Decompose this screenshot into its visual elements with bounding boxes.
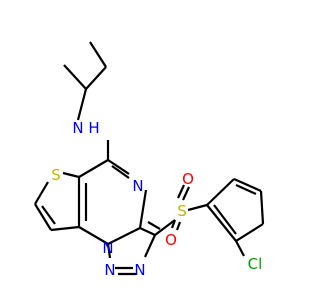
- bond: [62, 171, 80, 179]
- amine-hydrogen-label: H: [88, 119, 99, 137]
- atom-labels: N H S N N N N S O O Cl: [51, 119, 262, 279]
- bond: [34, 203, 52, 231]
- bond: [34, 181, 49, 205]
- bond: [139, 227, 156, 236]
- bond: [63, 64, 87, 90]
- molecule-diagram: N H S N N N N S O O Cl: [34, 41, 265, 279]
- bond: [138, 189, 148, 229]
- bond: [154, 219, 176, 236]
- bond: [182, 186, 190, 201]
- bond: [107, 159, 130, 175]
- bond: [143, 234, 157, 258]
- bond: [50, 225, 80, 232]
- sulfonyl-oxygen-top-label: O: [182, 170, 194, 188]
- bond: [78, 226, 109, 245]
- bond: [206, 178, 235, 206]
- chlorine-label: Cl: [248, 255, 263, 273]
- thiophene-sulfur-label: S: [51, 166, 61, 184]
- sulfonyl-sulfur-label: S: [177, 202, 187, 220]
- bond: [41, 205, 56, 225]
- bond: [85, 66, 107, 90]
- bond: [107, 227, 141, 245]
- bond: [213, 204, 237, 235]
- amine-nitrogen-label: N: [72, 119, 83, 137]
- triazole-nitrogen-left-label: N: [104, 261, 115, 279]
- bonds: [34, 41, 265, 276]
- bond: [78, 159, 109, 178]
- bond: [233, 177, 262, 193]
- sulfonyl-oxygen-bottom-label: O: [165, 231, 177, 249]
- bond: [170, 219, 177, 229]
- bond: [206, 204, 237, 242]
- bond: [177, 184, 185, 199]
- triazole-nitrogen-right-label: N: [134, 261, 145, 279]
- bond: [147, 221, 161, 230]
- bond: [106, 243, 112, 259]
- bond: [235, 240, 245, 257]
- bridgehead-nitrogen-label: N: [102, 239, 113, 257]
- bond: [111, 165, 130, 179]
- bond: [89, 41, 107, 68]
- bond: [175, 221, 182, 231]
- bond: [187, 203, 208, 212]
- bond: [235, 223, 264, 242]
- pyrimidine-nitrogen-label: N: [132, 177, 143, 195]
- bond: [235, 183, 257, 196]
- bond: [76, 88, 88, 121]
- structure-drawing: N H S N N N N S O O Cl: [34, 41, 265, 279]
- bond: [259, 190, 265, 225]
